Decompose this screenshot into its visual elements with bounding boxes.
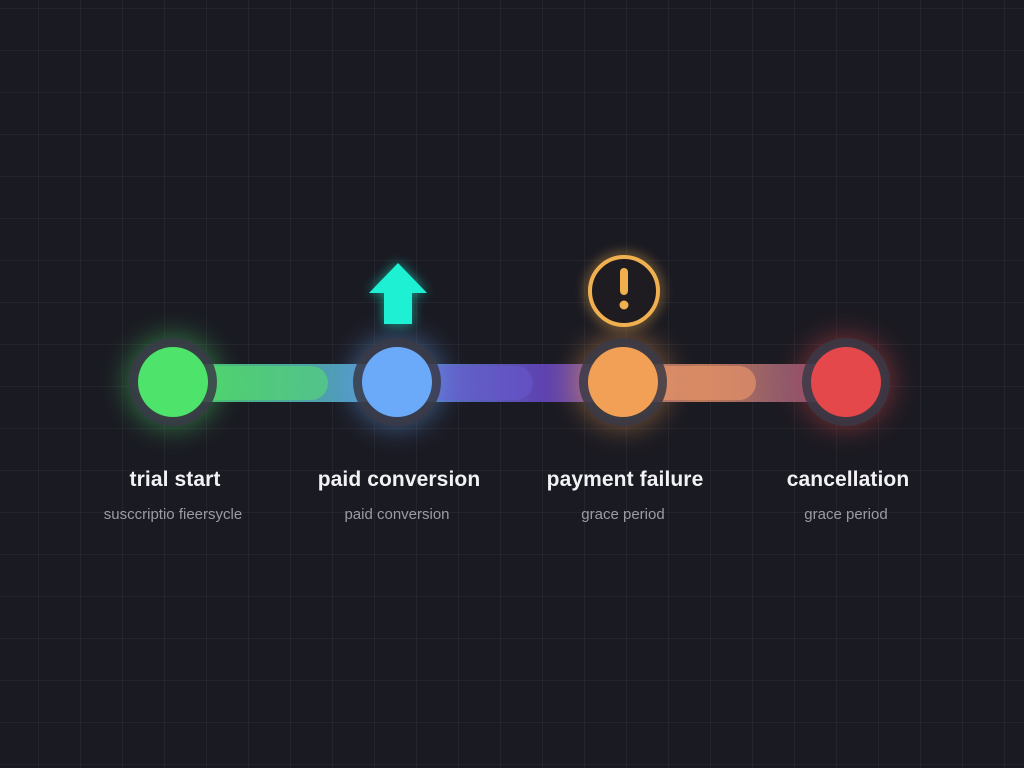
stage-subtitle-cancellation: grace period (804, 506, 888, 523)
upgrade-arrow-icon (369, 263, 427, 324)
stage-title-paid-conversion: paid conversion (317, 468, 481, 491)
stage-subtitle-payment-failure: grace period (581, 506, 665, 523)
stage-node-payment-failure (577, 336, 669, 428)
timeline-nodes (127, 336, 892, 428)
stage-title-payment-failure: payment failure (546, 468, 704, 491)
stage-node-trial-start (127, 336, 219, 428)
stage-subtitle-paid-conversion: paid conversion (344, 506, 450, 523)
stage-node-paid-conversion (351, 336, 443, 428)
stage-title-cancellation: cancellation (786, 468, 910, 491)
stage-subtitle-trial-start: susccriptio fieersycle (103, 506, 243, 523)
timeline-track (170, 364, 850, 402)
warning-icon (586, 253, 662, 329)
stage-node-cancellation (800, 336, 892, 428)
stage-title-trial-start: trial start (129, 468, 221, 491)
